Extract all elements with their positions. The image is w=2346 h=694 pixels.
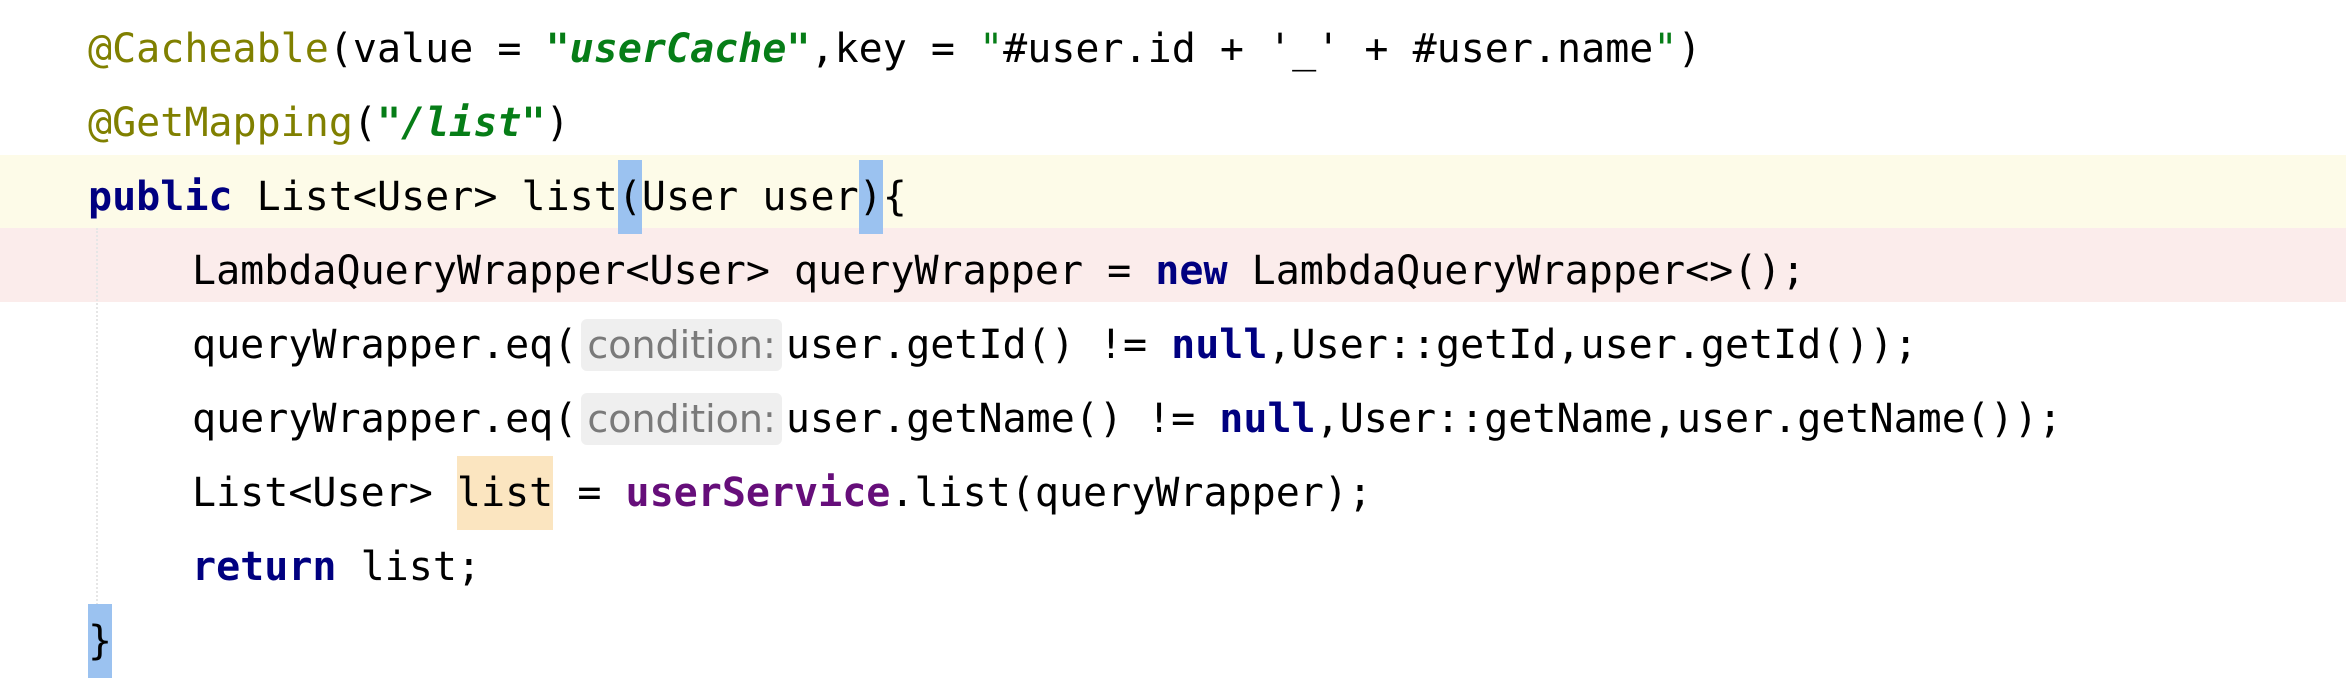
keyword: public (88, 174, 233, 220)
code-text: ,User::getName,user.getName()); (1315, 396, 2063, 442)
string-literal: " (1653, 26, 1678, 72)
annotation-getmapping: @GetMapping (88, 100, 353, 146)
code-text: queryWrapper.eq( (192, 396, 578, 442)
parameter-hint: condition: (581, 393, 782, 445)
code-line-3[interactable]: public List<User> list(User user){ (88, 160, 907, 234)
code-text: ,key = (810, 26, 980, 72)
code-text: user.getName() != (785, 396, 1220, 442)
highlighted-identifier: list (456, 456, 554, 530)
keyword: null (1171, 322, 1268, 368)
string-literal: " (979, 26, 1004, 72)
code-line-6[interactable]: queryWrapper.eq(condition:user.getName()… (192, 382, 2062, 456)
string-literal: "userCache" (545, 26, 811, 72)
keyword: return (192, 544, 337, 590)
code-line-9[interactable]: } (88, 604, 113, 678)
matched-close-brace: } (88, 604, 113, 678)
code-text: ) (545, 100, 570, 146)
method-params: User user (641, 174, 859, 220)
spel-expression: #user.id + '_' + (1003, 26, 1413, 72)
code-text: ) (1677, 26, 1702, 72)
code-text: .list(queryWrapper); (890, 470, 1373, 516)
code-text: = (553, 470, 626, 516)
code-text: (value = (328, 26, 546, 72)
code-line-2[interactable]: @GetMapping("/list") (88, 86, 570, 160)
code-text: ,User::getId,user.getId()); (1267, 322, 1918, 368)
code-line-8[interactable]: return list; (192, 530, 481, 604)
code-text: List<User> (192, 470, 457, 516)
code-text: ( (352, 100, 377, 146)
code-text: LambdaQueryWrapper<User> queryWrapper = (192, 248, 1156, 294)
string-literal: "/list" (377, 100, 546, 146)
code-text: list; (336, 544, 481, 590)
code-line-1[interactable]: @Cacheable(value = "userCache",key = "#u… (88, 12, 1702, 86)
caret-row-highlight (0, 155, 2346, 228)
indent-guide (96, 228, 99, 608)
keyword: new (1155, 248, 1228, 294)
keyword: null (1219, 396, 1316, 442)
annotation-cacheable: @Cacheable (88, 26, 329, 72)
code-line-4[interactable]: LambdaQueryWrapper<User> queryWrapper = … (192, 234, 1806, 308)
method-signature: List<User> list (232, 174, 618, 220)
error-row-highlight (0, 228, 2346, 302)
matched-paren: ( (617, 160, 642, 234)
code-text: user.getId() != (785, 322, 1172, 368)
open-brace: { (882, 174, 907, 220)
code-text: queryWrapper.eq( (192, 322, 578, 368)
matched-paren: ) (858, 160, 883, 234)
field-reference: userService (625, 470, 891, 516)
code-text: LambdaQueryWrapper<>(); (1227, 248, 1806, 294)
spel-expression: #user.name (1412, 26, 1654, 72)
code-line-7[interactable]: List<User> list = userService.list(query… (192, 456, 1372, 530)
code-line-5[interactable]: queryWrapper.eq(condition:user.getId() !… (192, 308, 1918, 382)
parameter-hint: condition: (581, 319, 782, 371)
